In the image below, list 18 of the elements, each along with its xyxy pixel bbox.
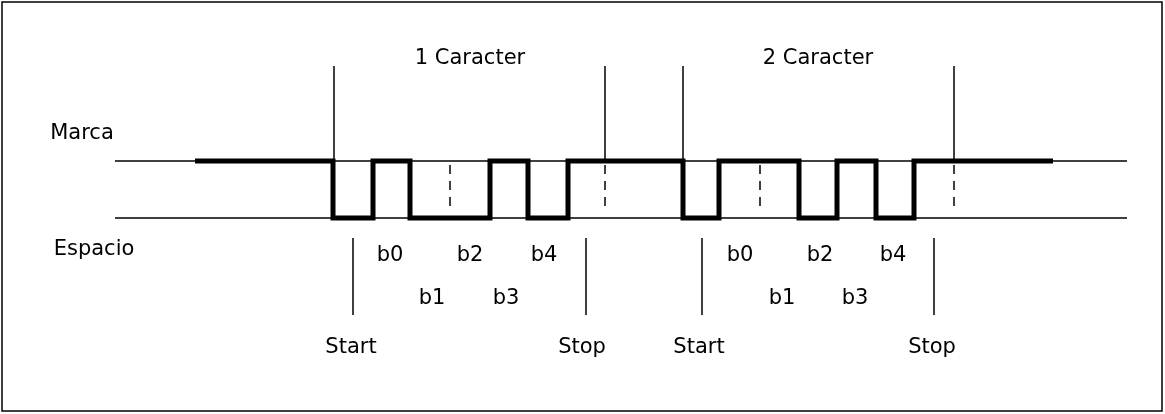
start-bit-label: Start bbox=[325, 334, 377, 358]
character-label: 2 Caracter bbox=[762, 45, 874, 69]
bit-label: b4 bbox=[530, 242, 558, 266]
stop-bit-label: Stop bbox=[558, 334, 606, 358]
character-label: 1 Caracter bbox=[414, 45, 526, 69]
bit-label: b0 bbox=[726, 242, 754, 266]
signal-level-label: Marca bbox=[50, 120, 114, 144]
stop-bit-label: Stop bbox=[908, 334, 956, 358]
bit-label: b0 bbox=[376, 242, 404, 266]
bit-label: b2 bbox=[806, 242, 834, 266]
start-bit-label: Start bbox=[673, 334, 725, 358]
bit-label: b1 bbox=[768, 285, 796, 309]
bit-label: b3 bbox=[841, 285, 869, 309]
bit-label: b3 bbox=[492, 285, 520, 309]
bit-label: b1 bbox=[418, 285, 446, 309]
signal-level-label: Espacio bbox=[53, 236, 135, 260]
bit-label: b4 bbox=[879, 242, 907, 266]
bit-label: b2 bbox=[456, 242, 484, 266]
